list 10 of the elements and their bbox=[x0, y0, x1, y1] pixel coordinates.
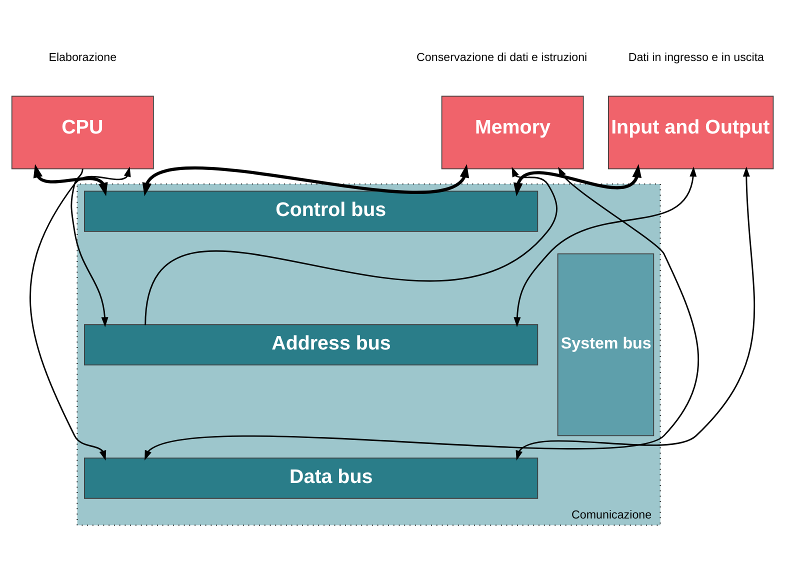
node-label: Comunicazione bbox=[571, 508, 652, 522]
arrow bbox=[142, 164, 470, 196]
node-label: Conservazione di dati e istruzioni bbox=[416, 50, 588, 64]
arrow bbox=[33, 164, 108, 196]
node-label: Dati in ingresso e in uscita bbox=[628, 50, 764, 64]
arrow bbox=[513, 164, 642, 196]
arrow bbox=[30, 166, 131, 461]
node-label: Elaborazione bbox=[48, 50, 117, 64]
arrow bbox=[144, 166, 558, 326]
arrow bbox=[70, 168, 108, 328]
